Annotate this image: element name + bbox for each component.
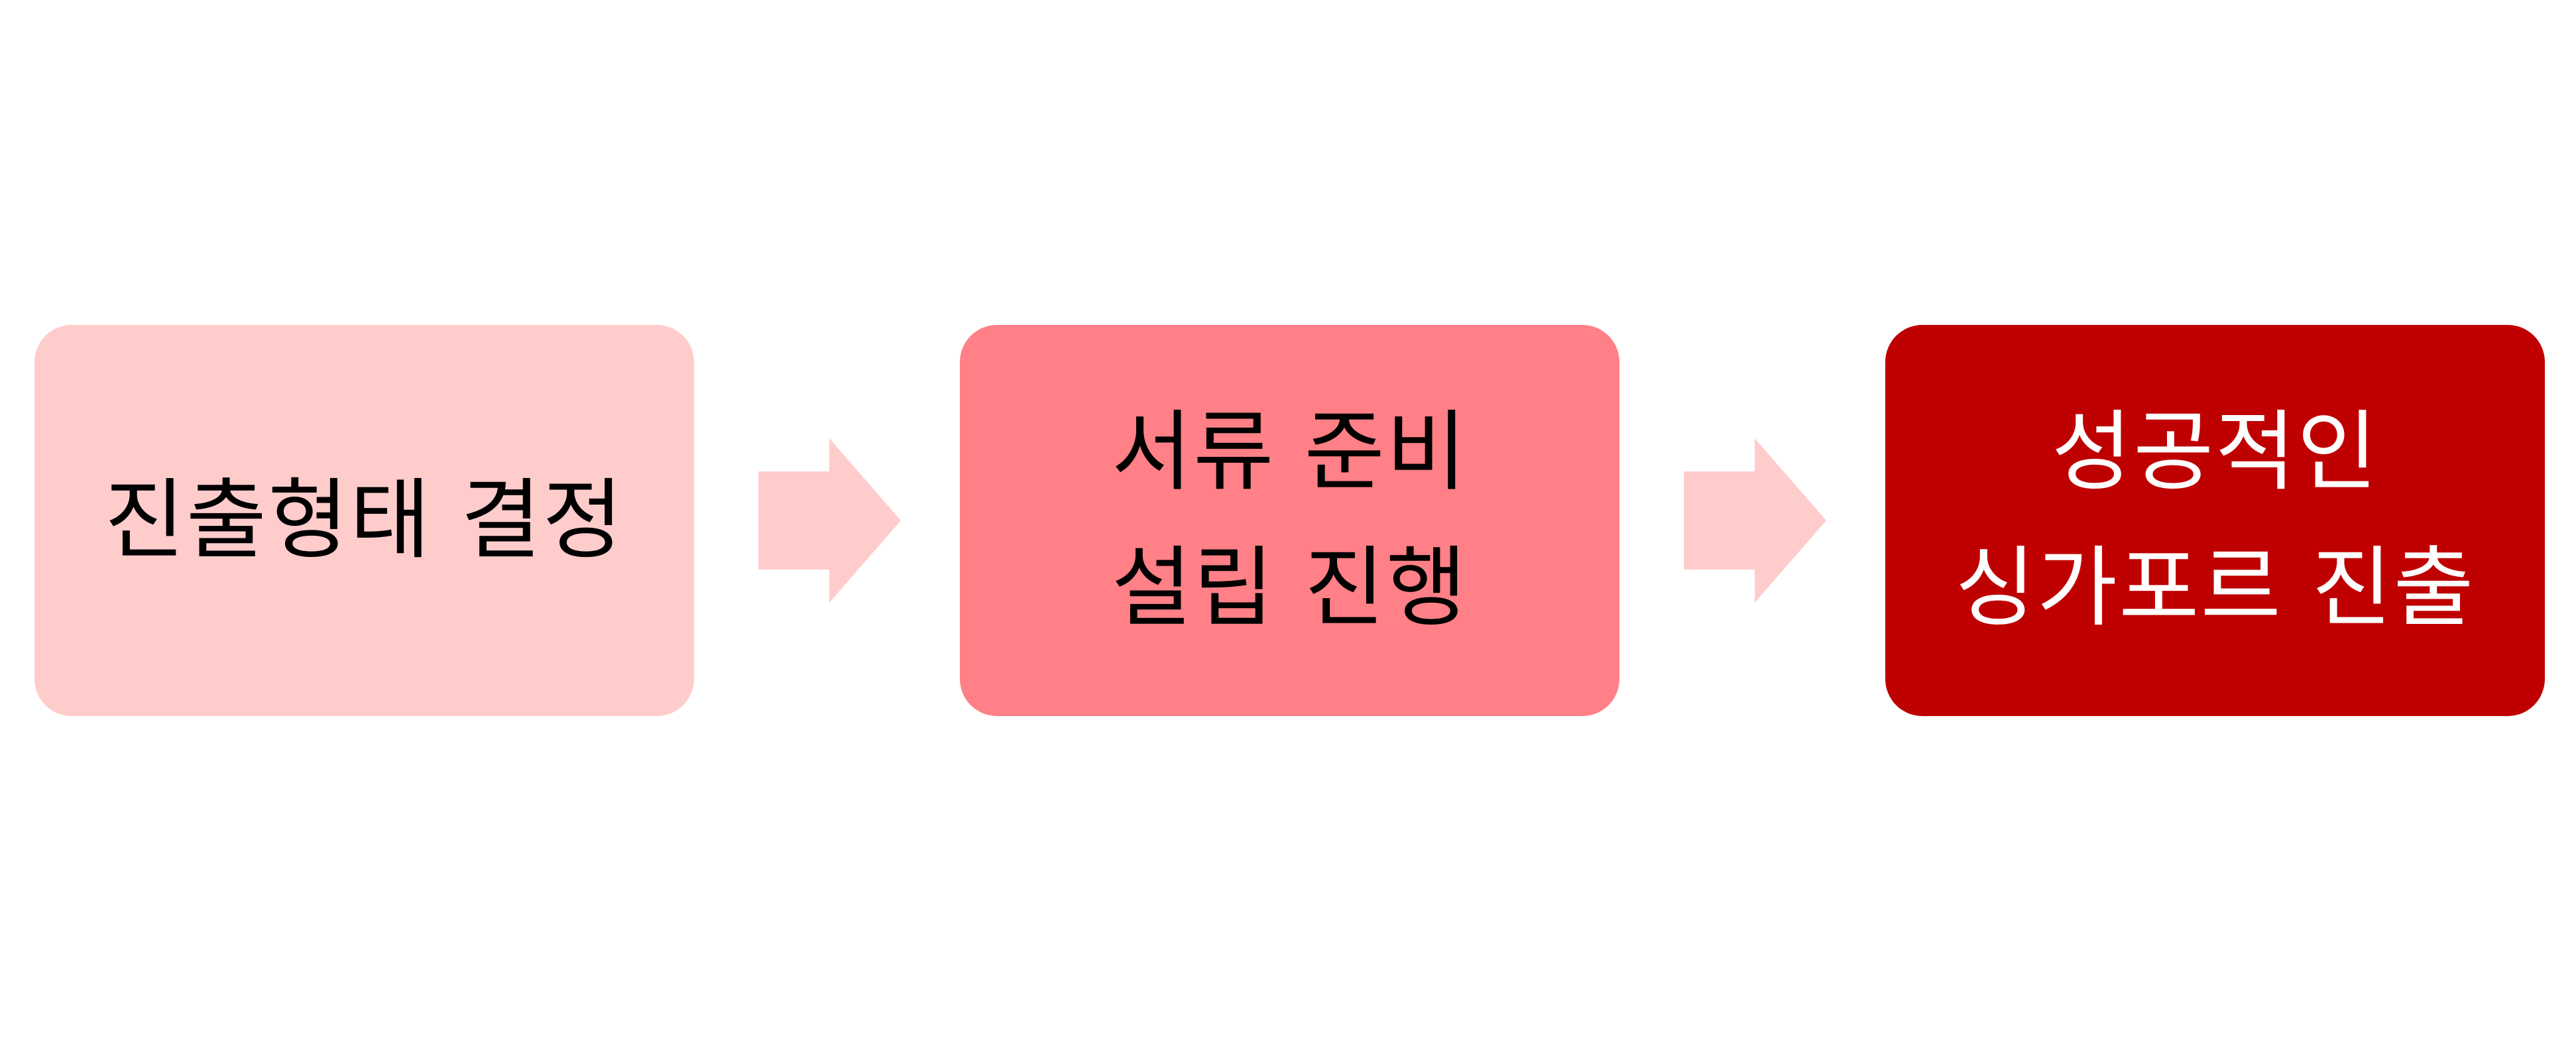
right-arrow-icon [1684,438,1826,603]
step-label: 진출형태 결정 [104,469,624,572]
step-box-prepare-documents: 서류 준비 설립 진행 [960,325,1619,716]
step-label-line-1: 서류 준비 [1111,401,1468,503]
step-label-line-2: 설립 진행 [1111,537,1468,639]
right-arrow-icon [758,438,901,603]
step-box-successful-entry: 성공적인 싱가포르 진출 [1885,325,2545,716]
step-label-line-1: 성공적인 [2051,401,2379,503]
step-label-line-2: 싱가포르 진출 [1955,537,2475,639]
step-box-decide-entry-type: 진출형태 결정 [34,325,694,716]
